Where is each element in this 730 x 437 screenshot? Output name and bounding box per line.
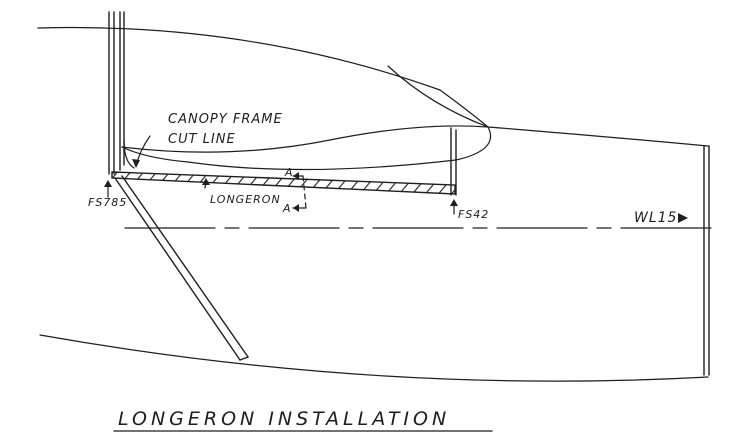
section-a-a-cut bbox=[292, 172, 307, 212]
section-a-top-label: A bbox=[284, 166, 294, 179]
fs42-label: FS42 bbox=[458, 208, 489, 221]
waterline-label: WL15 bbox=[634, 210, 677, 226]
forward-bulkhead-fs42 bbox=[450, 127, 457, 196]
section-a-bottom-label: A bbox=[282, 202, 292, 215]
diagonal-strut bbox=[114, 175, 249, 361]
page-title: LONGERON INSTALLATION bbox=[118, 408, 450, 430]
section-arrow-bottom-icon bbox=[293, 204, 299, 212]
longeron-label: LONGERON bbox=[210, 193, 281, 206]
drawing-title: LONGERON INSTALLATION bbox=[113, 408, 493, 432]
cut-line-arrow-icon bbox=[132, 159, 140, 168]
canopy-outline bbox=[121, 65, 492, 171]
canopy-frame-label: CANOPY FRAME bbox=[168, 112, 283, 127]
longeron-bar bbox=[111, 171, 456, 195]
fs785-arrow-icon bbox=[104, 180, 112, 187]
section-arrow-top-icon bbox=[293, 172, 299, 180]
fs42-arrow-icon bbox=[450, 199, 458, 206]
waterline-marker-icon bbox=[678, 213, 688, 223]
fuselage-outline bbox=[37, 26, 709, 382]
cut-line-label: CUT LINE bbox=[168, 132, 236, 147]
tail-frame bbox=[703, 145, 710, 376]
longeron-arrow-icon bbox=[202, 178, 210, 185]
labels: CANOPY FRAME CUT LINE LONGERON A A FS785… bbox=[88, 112, 688, 226]
fs785-label: FS785 bbox=[88, 196, 127, 209]
aft-bulkhead-fs785 bbox=[108, 11, 135, 175]
leaders-and-arrows bbox=[104, 135, 458, 215]
